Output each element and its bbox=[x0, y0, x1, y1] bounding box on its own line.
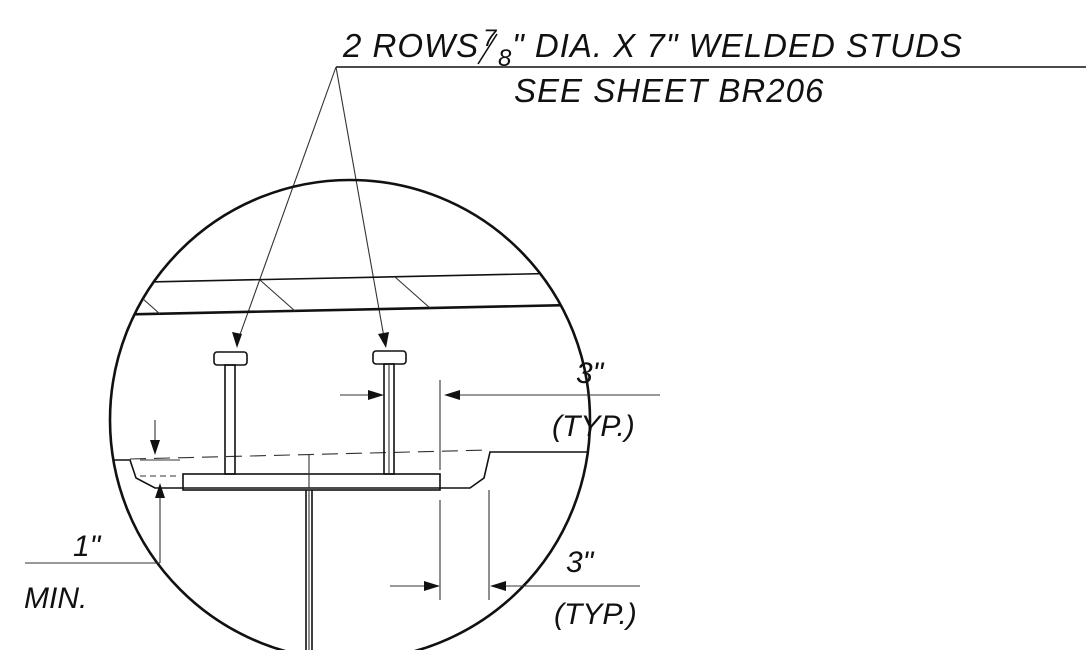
callout-quantity: 2 ROWS bbox=[342, 27, 479, 64]
dim-bottom-arrow-left bbox=[424, 581, 440, 591]
callout-fraction-denominator: 8 bbox=[498, 45, 512, 72]
dimension-left: 1" MIN. bbox=[24, 420, 180, 615]
dim-top-arrow-right bbox=[444, 390, 460, 400]
callout-fraction-numerator: 7 bbox=[483, 25, 498, 52]
haunch-dashed-line bbox=[129, 449, 491, 460]
leader-line-left bbox=[236, 66, 337, 344]
leader-line-right bbox=[335, 66, 386, 344]
stud-head-right bbox=[372, 350, 407, 365]
dim-bottom-value: 3" bbox=[566, 546, 595, 579]
deck-bottom-line bbox=[110, 302, 590, 317]
dim-left-arrow-top bbox=[150, 440, 160, 455]
leader-arrow-right bbox=[378, 332, 389, 348]
stud-right bbox=[372, 350, 407, 475]
stud-left bbox=[213, 351, 248, 475]
callout-reference: SEE SHEET BR206 bbox=[514, 72, 824, 109]
dim-left-value: 1" bbox=[73, 530, 102, 563]
callout-spec: " DIA. X 7" WELDED STUDS bbox=[512, 27, 963, 64]
dim-left-note: MIN. bbox=[24, 582, 87, 615]
dim-bottom-note: (TYP.) bbox=[554, 598, 637, 631]
fraction-slash bbox=[477, 33, 498, 65]
callout: 2 ROWS 7 8 " DIA. X 7" WELDED STUDS SEE … bbox=[336, 25, 1086, 109]
dim-top-value: 3" bbox=[576, 357, 605, 390]
detail-contents bbox=[110, 271, 590, 650]
detail-circle bbox=[108, 178, 592, 650]
dim-top-arrow-left bbox=[368, 390, 384, 400]
haunch-outline bbox=[110, 451, 590, 489]
stud-shank-left bbox=[224, 364, 236, 475]
stud-head-left bbox=[213, 351, 248, 366]
leader-arrow-left bbox=[232, 332, 242, 348]
dim-bottom-arrow-right bbox=[490, 581, 506, 591]
dim-top-note: (TYP.) bbox=[552, 410, 635, 443]
deck-top-line bbox=[110, 271, 590, 284]
dim-left-arrow-bottom bbox=[155, 483, 165, 498]
dimension-top: 3" (TYP.) bbox=[340, 357, 660, 470]
callout-leaders bbox=[232, 66, 389, 348]
dimension-bottom: 3" (TYP.) bbox=[390, 490, 640, 631]
